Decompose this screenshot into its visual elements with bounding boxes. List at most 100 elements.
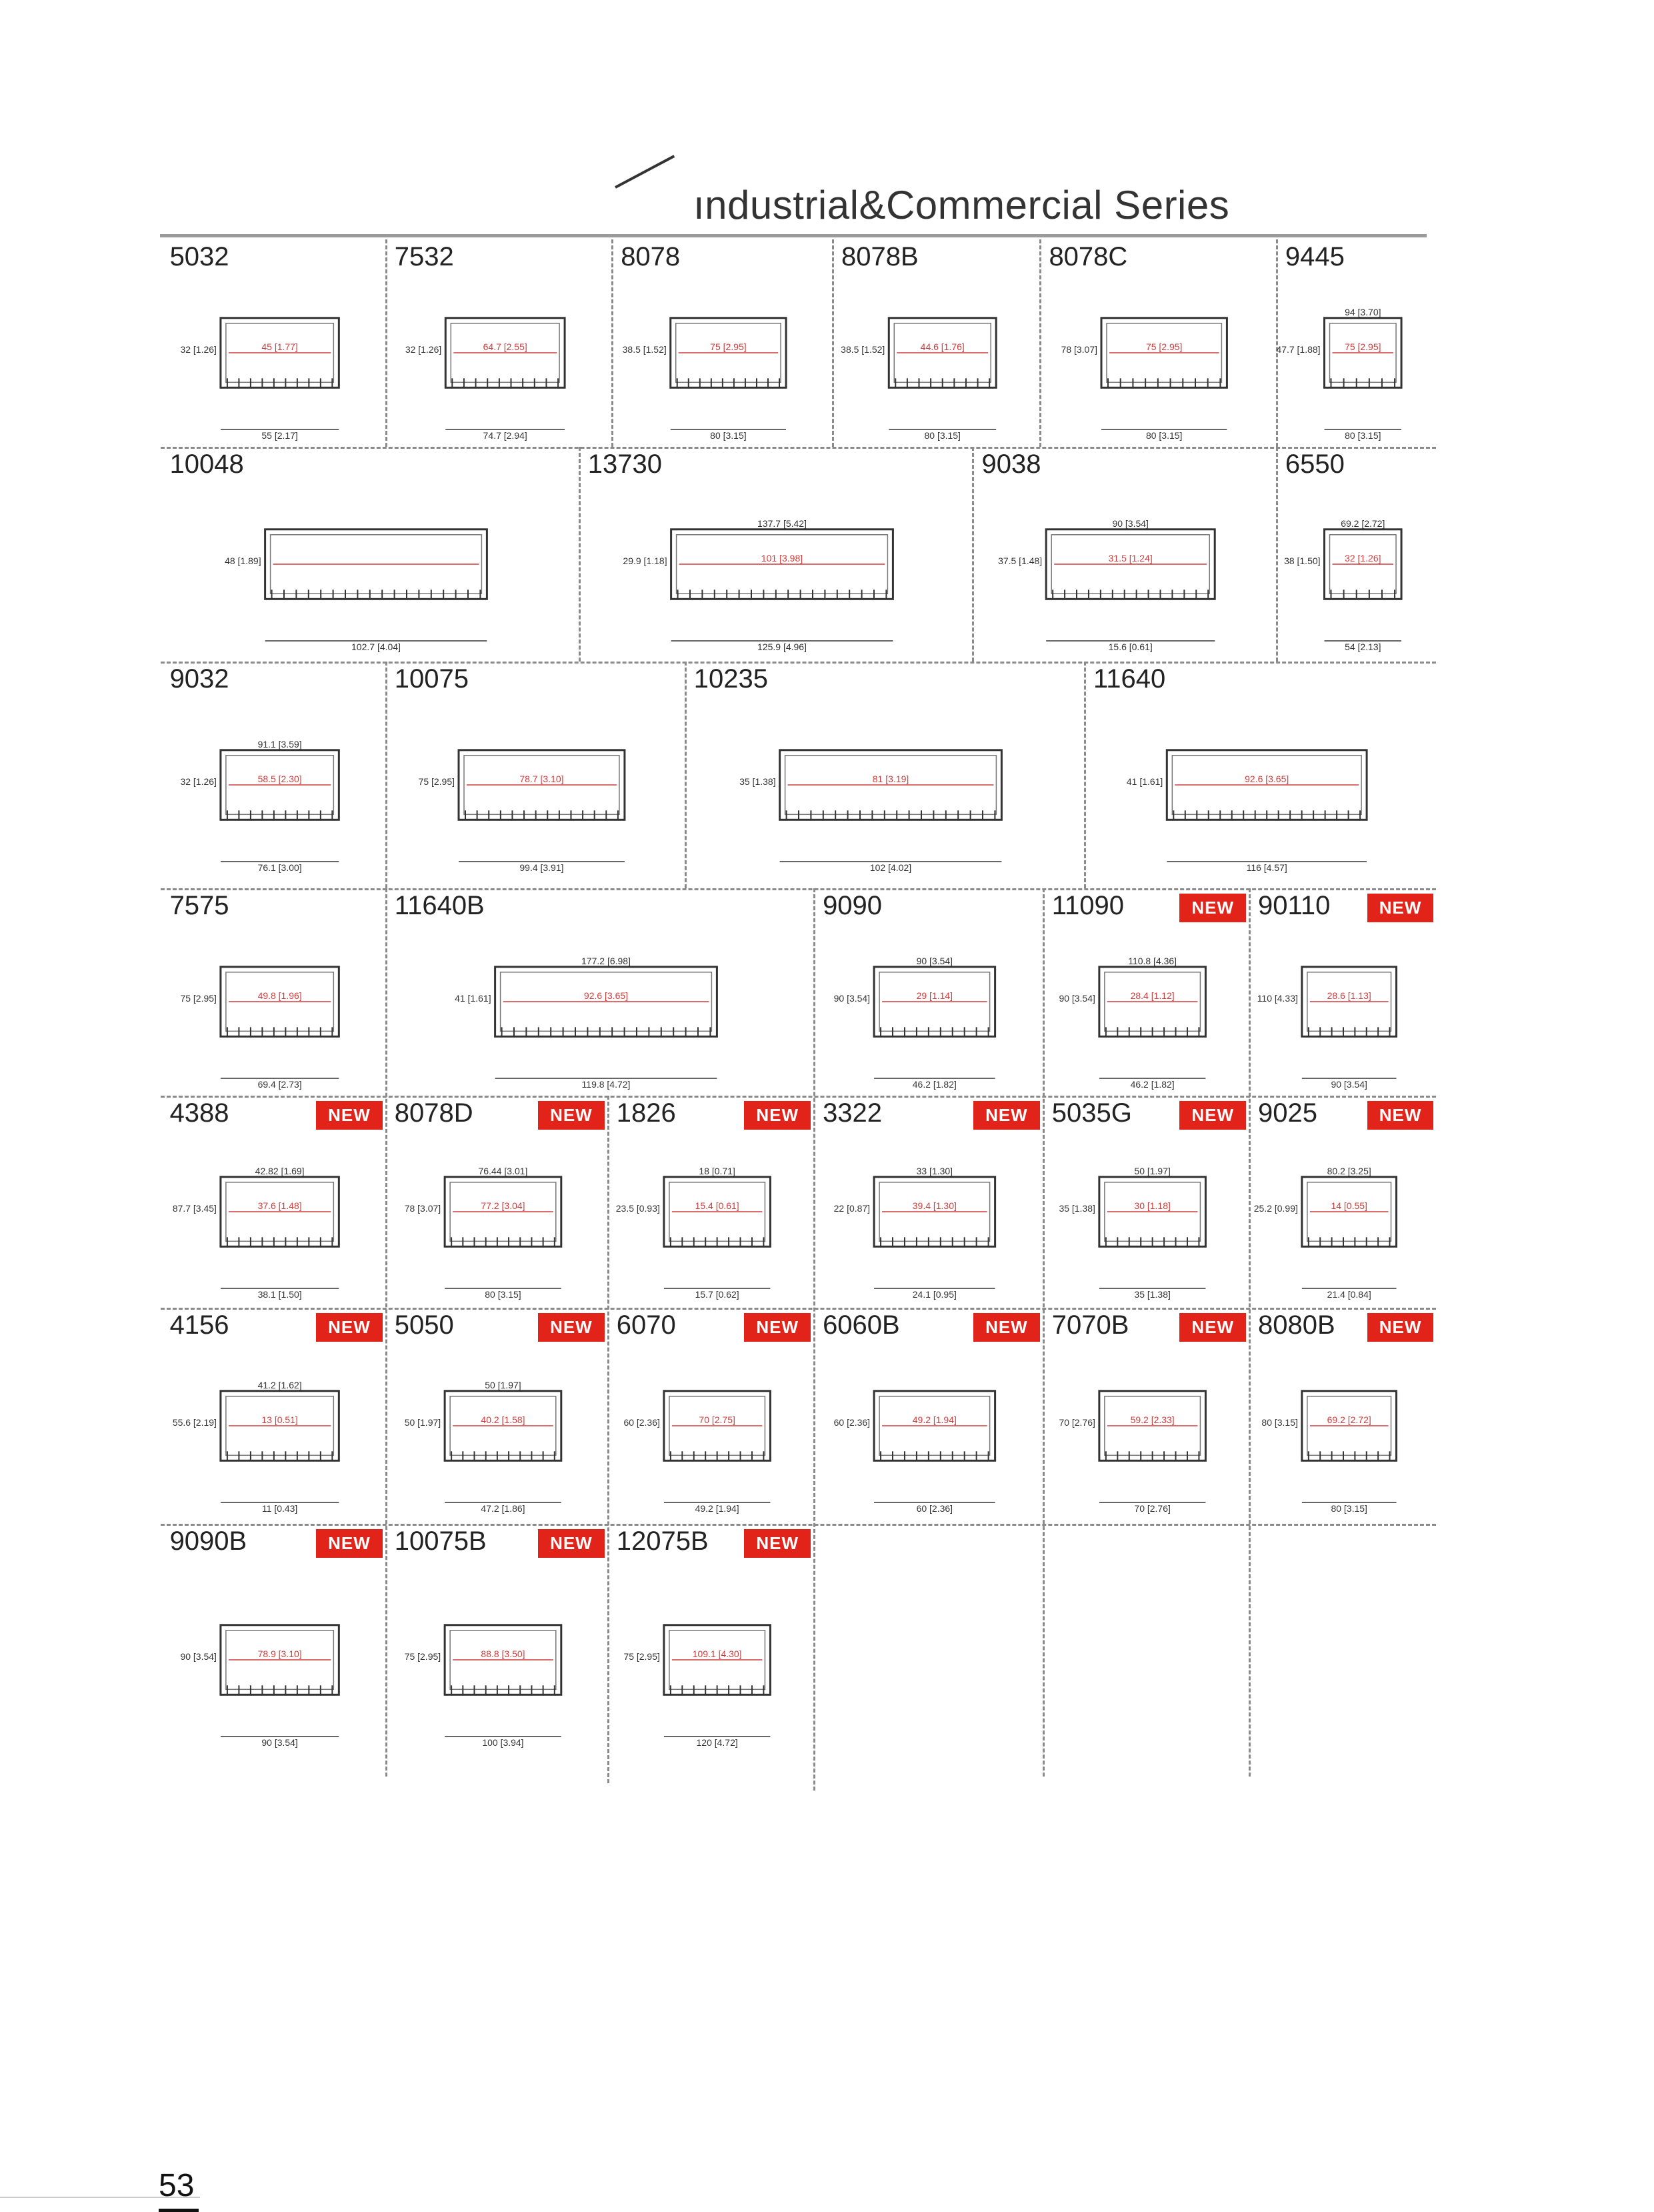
profile-code: 8078B bbox=[841, 241, 919, 271]
dimension-label: 41 [1.61] bbox=[1127, 776, 1163, 787]
dimension-label: 75 [2.95] bbox=[418, 776, 454, 787]
profile-outline bbox=[1323, 317, 1403, 389]
profile-outline bbox=[873, 1390, 997, 1462]
profile-inner-outline bbox=[1307, 972, 1392, 1032]
profile-drawing: 35 [1.38] 81 [3.19] 102 [4.02] bbox=[739, 749, 1003, 873]
profile-drawing: 38.5 [1.52]75 [2.95]80 [3.15] bbox=[623, 317, 787, 441]
profile-outline bbox=[1098, 966, 1207, 1038]
profile-inner-outline bbox=[1051, 534, 1211, 595]
profile-code: 9445 bbox=[1285, 241, 1345, 271]
profile-inner-outline bbox=[1329, 534, 1397, 595]
dimension-label: 100 [3.94] bbox=[482, 1737, 523, 1748]
dimension-label: 28.4 [1.12] bbox=[1130, 991, 1174, 1002]
dimension-label: 102.7 [4.04] bbox=[351, 642, 401, 652]
grid-divider-vertical bbox=[1084, 662, 1087, 888]
profile-cell: 9090 90 [3.54]90 [3.54]29 [1.14]46.2 [1.8… bbox=[813, 888, 1043, 1096]
dimension-label: 80 [3.15] bbox=[1331, 1503, 1367, 1514]
profile-code: 10075B bbox=[394, 1526, 487, 1556]
dimension-label: 35 [1.38] bbox=[1059, 1203, 1095, 1214]
dimension-label: 81 [3.19] bbox=[873, 774, 909, 784]
dimension-label: 24.1 [0.95] bbox=[913, 1289, 957, 1300]
profile-inner-outline bbox=[450, 323, 560, 383]
profile-code: 11090 bbox=[1051, 890, 1124, 920]
profile-code: 7575 bbox=[169, 890, 229, 920]
dimension-label: 75 [2.95] bbox=[623, 1652, 659, 1663]
dimension-label: 11 [0.43] bbox=[261, 1503, 297, 1514]
profile-drawing: 75 [2.95]109.1 [4.30]120 [4.72] bbox=[623, 1624, 771, 1748]
profile-inner-outline bbox=[879, 972, 991, 1032]
dimension-label: 32 [1.26] bbox=[180, 344, 216, 355]
page-header: ındustrial&Commercial Series bbox=[160, 155, 1427, 237]
dimension-label: 78 [3.07] bbox=[1061, 344, 1097, 355]
dimension-label: 119.8 [4.72] bbox=[581, 1079, 630, 1090]
profile-outline bbox=[669, 317, 787, 389]
profile-outline bbox=[873, 1176, 997, 1248]
profile-code: 9090 bbox=[823, 890, 883, 920]
profile-code: 1826 bbox=[616, 1098, 676, 1128]
dimension-label: 94 [3.70] bbox=[1345, 307, 1381, 317]
profile-inner-outline bbox=[879, 1182, 991, 1242]
dimension-label: 25.2 [0.99] bbox=[1254, 1203, 1298, 1214]
profile-code: 6070 bbox=[616, 1310, 676, 1340]
profile-code: 90110 bbox=[1258, 890, 1331, 920]
grid-divider-vertical bbox=[611, 239, 614, 447]
profile-drawing: 32 [1.26]64.7 [2.55]74.7 [2.94] bbox=[405, 317, 566, 441]
profile-drawing: 90 [3.54]90 [3.54]29 [1.14]46.2 [1.82] bbox=[834, 956, 997, 1090]
dimension-label: 80 [3.15] bbox=[1261, 1417, 1297, 1428]
dimension-label: 99.4 [3.91] bbox=[519, 862, 563, 873]
dimension-label: 110.8 [4.36] bbox=[1128, 956, 1177, 966]
dimension-label: 80 [3.15] bbox=[924, 430, 960, 441]
dimension-label: 125.9 [4.96] bbox=[757, 642, 807, 652]
dimension-label: 29 [1.14] bbox=[917, 991, 953, 1002]
profile-drawing: 75 [2.95]49.8 [1.96]69.4 [2.73] bbox=[180, 966, 340, 1090]
profile-inner-outline bbox=[1329, 323, 1397, 383]
grid-divider-horizontal bbox=[160, 1308, 1437, 1310]
dimension-label: 58.5 [2.30] bbox=[257, 774, 301, 784]
profile-inner-outline bbox=[225, 1396, 334, 1456]
dimension-label: 32 [1.26] bbox=[1345, 553, 1381, 564]
profile-inner-outline bbox=[879, 1396, 991, 1456]
dimension-label: 23.5 [0.93] bbox=[616, 1203, 660, 1214]
profile-drawing: 42.82 [1.69]87.7 [3.45]37.6 [1.48]38.1 [… bbox=[172, 1166, 340, 1300]
dimension-label: 75 [2.95] bbox=[1146, 341, 1182, 352]
new-badge: NEW bbox=[538, 1101, 605, 1130]
dimension-label: 29.9 [1.18] bbox=[623, 556, 667, 566]
dimension-label: 70 [2.76] bbox=[1059, 1417, 1095, 1428]
page-title: ındustrial&Commercial Series bbox=[693, 183, 1230, 227]
dimension-label: 78 [3.07] bbox=[404, 1203, 440, 1214]
new-badge: NEW bbox=[973, 1101, 1040, 1130]
profile-cell: 7575 75 [2.95]49.8 [1.96]69.4 [2.73] bbox=[161, 888, 385, 1096]
grid-divider-vertical bbox=[1042, 888, 1045, 1777]
dimension-label: 116 [4.57] bbox=[1247, 862, 1287, 873]
new-badge: NEW bbox=[1179, 1101, 1247, 1130]
dimension-label: 49.2 [1.94] bbox=[913, 1414, 957, 1425]
profile-code: 4156 bbox=[169, 1310, 229, 1340]
dimension-label: 33 [1.30] bbox=[917, 1166, 953, 1176]
profile-inner-outline bbox=[225, 1630, 334, 1691]
profile-drawing: 137.7 [5.42]29.9 [1.18]101 [3.98]125.9 [… bbox=[623, 518, 895, 652]
profile-drawing: 75 [2.95]78.7 [3.10]99.4 [3.91] bbox=[418, 749, 626, 873]
dimension-label: 69.2 [2.72] bbox=[1341, 518, 1385, 529]
dimension-label: 76.1 [3.00] bbox=[257, 862, 301, 873]
grid-divider-vertical bbox=[1249, 888, 1251, 1777]
profile-code: 9025 bbox=[1258, 1098, 1318, 1128]
dimension-label: 101 [3.98] bbox=[761, 553, 803, 564]
dimension-label: 102 [4.02] bbox=[870, 862, 911, 873]
profile-inner-outline bbox=[1307, 1182, 1392, 1242]
dimension-label: 30 [1.18] bbox=[1134, 1200, 1170, 1211]
profile-code: 5050 bbox=[394, 1310, 454, 1340]
dimension-label: 35 [1.38] bbox=[739, 776, 776, 787]
new-badge: NEW bbox=[316, 1101, 383, 1130]
